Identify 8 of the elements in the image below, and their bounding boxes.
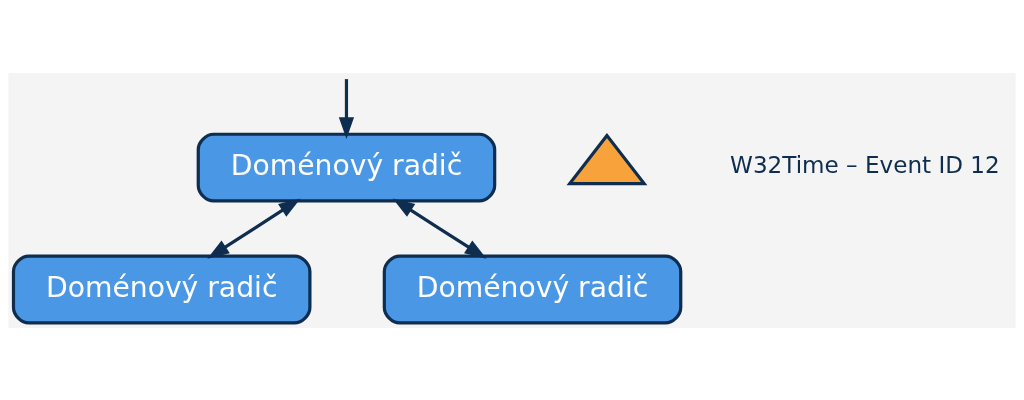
node-triangle bbox=[566, 132, 648, 185]
arrow bbox=[392, 198, 487, 259]
node-box: Doménový radič bbox=[382, 254, 683, 324]
arrow bbox=[207, 198, 301, 259]
label: W32Time – Event ID 12 bbox=[730, 151, 1000, 178]
node-box: Doménový radič bbox=[11, 254, 312, 324]
node-box: Doménový radič bbox=[196, 132, 497, 203]
arrow bbox=[338, 78, 355, 139]
